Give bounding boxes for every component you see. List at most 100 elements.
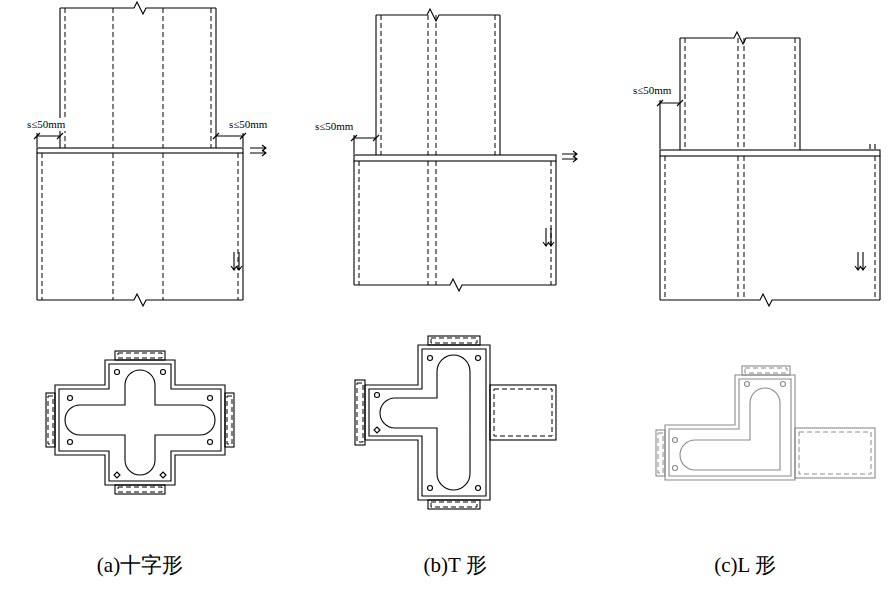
l-column-elevation-line bbox=[680, 38, 800, 150]
cross-column-elevation-line bbox=[60, 8, 216, 148]
t-column-plan-line bbox=[355, 380, 365, 445]
figure-caption: (a)十字形 bbox=[97, 553, 183, 577]
l-column-plan-line bbox=[745, 382, 750, 387]
dimension-mark bbox=[657, 100, 683, 149]
l-column-plan-line bbox=[680, 388, 780, 470]
l-column-elevation-line bbox=[685, 38, 795, 150]
l-column-elevation bbox=[660, 32, 880, 306]
cross-column-plan-line bbox=[46, 393, 55, 447]
figure-caption: (b)T 形 bbox=[423, 553, 486, 577]
weld-symbol-line bbox=[543, 228, 554, 246]
dimension-mark-line bbox=[213, 133, 246, 147]
t-column-plan-line bbox=[476, 486, 481, 491]
l-column-elevation-line bbox=[680, 32, 800, 44]
cross-column-elevation-line bbox=[37, 294, 243, 306]
weld-symbol-line bbox=[870, 144, 875, 149]
dimension-mark bbox=[34, 133, 246, 147]
cross-column-elevation-line bbox=[37, 153, 243, 300]
dimension-mark-line bbox=[34, 133, 63, 147]
t-column-elevation-line bbox=[359, 161, 551, 285]
t-column-elevation-line bbox=[354, 279, 556, 291]
t-column-plan-line bbox=[369, 349, 486, 496]
l-column-plan-line bbox=[665, 375, 795, 480]
t-column-plan-line bbox=[375, 393, 380, 398]
weld-symbol-line bbox=[231, 252, 242, 270]
figure-caption: (c)L 形 bbox=[714, 553, 776, 577]
weld-symbol-line bbox=[250, 145, 266, 156]
dimension-mark-line bbox=[351, 135, 379, 154]
l-column-plan-line bbox=[669, 379, 791, 476]
weld-symbol bbox=[543, 151, 577, 246]
cross-column-plan-line bbox=[225, 393, 234, 447]
t-column-plan-line bbox=[494, 389, 552, 436]
l-column-plan-line bbox=[742, 366, 790, 375]
t-column-plan-line bbox=[476, 356, 481, 361]
cross-column-plan-line bbox=[161, 370, 166, 375]
t-column-elevation-line bbox=[354, 155, 556, 161]
t-column-plan-line bbox=[428, 500, 480, 509]
weld-symbol bbox=[855, 144, 875, 270]
cross-column-elevation-line bbox=[42, 153, 238, 300]
dimension-label: s≤50mm bbox=[632, 84, 672, 97]
cross-column-plan-line bbox=[55, 360, 225, 485]
t-column-elevation-line bbox=[376, 9, 500, 21]
dimension-mark-line bbox=[657, 100, 683, 149]
l-column-elevation-line bbox=[665, 156, 875, 300]
cross-column-plan-line bbox=[227, 396, 232, 444]
cross-column-plan-line bbox=[48, 396, 53, 444]
cross-column-plan-line bbox=[68, 440, 73, 445]
l-column-elevation-line bbox=[660, 156, 880, 300]
dimension-label: s≤50mm bbox=[26, 118, 66, 131]
cross-column-elevation bbox=[37, 2, 243, 306]
l-column-plan-line bbox=[658, 433, 663, 473]
t-column-plan bbox=[355, 336, 556, 509]
dimension-label: s≤50mm bbox=[314, 120, 354, 133]
cross-column-plan-line bbox=[65, 370, 215, 475]
cross-column-plan-line bbox=[208, 440, 213, 445]
t-column-plan-line bbox=[431, 338, 477, 343]
cross-column-plan-line bbox=[115, 370, 120, 375]
cross-column-plan-line bbox=[114, 472, 166, 478]
dimension-mark bbox=[351, 135, 379, 154]
t-column-plan-line bbox=[428, 336, 480, 345]
l-column-elevation-line bbox=[660, 294, 880, 306]
l-column-plan-line bbox=[795, 428, 875, 478]
t-column-plan-line bbox=[374, 427, 380, 433]
cross-column-plan-line bbox=[118, 353, 162, 358]
l-column-plan-line bbox=[799, 432, 871, 474]
l-column-plan-line bbox=[673, 438, 678, 443]
weld-symbol-line bbox=[562, 151, 577, 162]
t-column-plan-line bbox=[380, 355, 470, 490]
cross-column-plan-line bbox=[68, 396, 73, 401]
l-column-elevation-line bbox=[660, 150, 880, 156]
weld-symbol bbox=[231, 145, 266, 270]
t-column-plan-line bbox=[357, 383, 363, 442]
l-column-plan bbox=[656, 366, 875, 480]
cross-column-plan-line bbox=[115, 485, 165, 494]
t-column-plan-line bbox=[431, 502, 477, 507]
t-column-elevation-line bbox=[376, 15, 500, 155]
weld-symbol-line bbox=[855, 252, 866, 270]
cross-column-elevation-line bbox=[65, 8, 211, 148]
cross-column-plan-line bbox=[115, 351, 165, 360]
t-column-plan-line bbox=[490, 385, 556, 440]
cross-column-elevation-line bbox=[37, 148, 243, 153]
dimension-label: s≤50mm bbox=[228, 118, 268, 131]
t-column-elevation-line bbox=[381, 15, 495, 155]
t-column-elevation bbox=[354, 9, 556, 291]
cross-column-plan-line bbox=[59, 364, 221, 481]
l-column-plan-line bbox=[745, 368, 787, 373]
t-column-plan-line bbox=[428, 356, 433, 361]
t-column-elevation-line bbox=[354, 161, 556, 285]
l-column-plan-line bbox=[673, 466, 678, 471]
t-column-plan-line bbox=[365, 345, 490, 500]
l-column-plan-line bbox=[656, 430, 665, 476]
t-column-plan-line bbox=[428, 486, 433, 491]
l-column-plan-line bbox=[781, 382, 786, 387]
cross-column-elevation-line bbox=[60, 2, 216, 14]
cross-column-plan bbox=[46, 351, 234, 494]
cross-column-plan-line bbox=[118, 487, 162, 492]
